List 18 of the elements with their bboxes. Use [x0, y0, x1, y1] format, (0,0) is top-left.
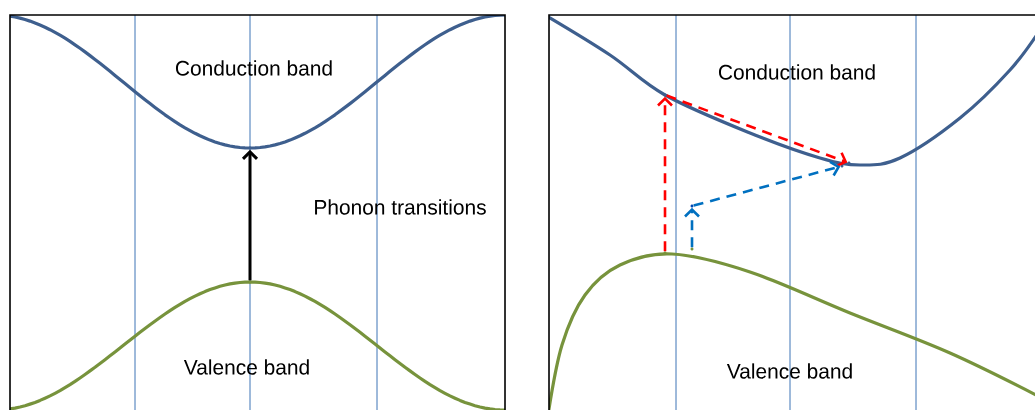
arrow [241, 149, 259, 281]
band-point [690, 204, 694, 208]
band-point [663, 251, 667, 255]
band-label: Valence band [726, 363, 852, 379]
band-label: Phonon transitions [315, 199, 486, 215]
band-label: Valence band [183, 359, 309, 375]
arrow [693, 160, 841, 207]
band-point [248, 146, 252, 150]
band-point [663, 93, 667, 97]
band-label: Conduction band [175, 60, 332, 76]
band-point [840, 164, 844, 168]
band-label: Conduction band [718, 64, 875, 80]
arrow [684, 207, 700, 248]
band-point [847, 161, 851, 165]
band-point [248, 280, 252, 284]
band-point [690, 247, 694, 251]
arrow [666, 94, 848, 168]
arrow [657, 96, 673, 252]
